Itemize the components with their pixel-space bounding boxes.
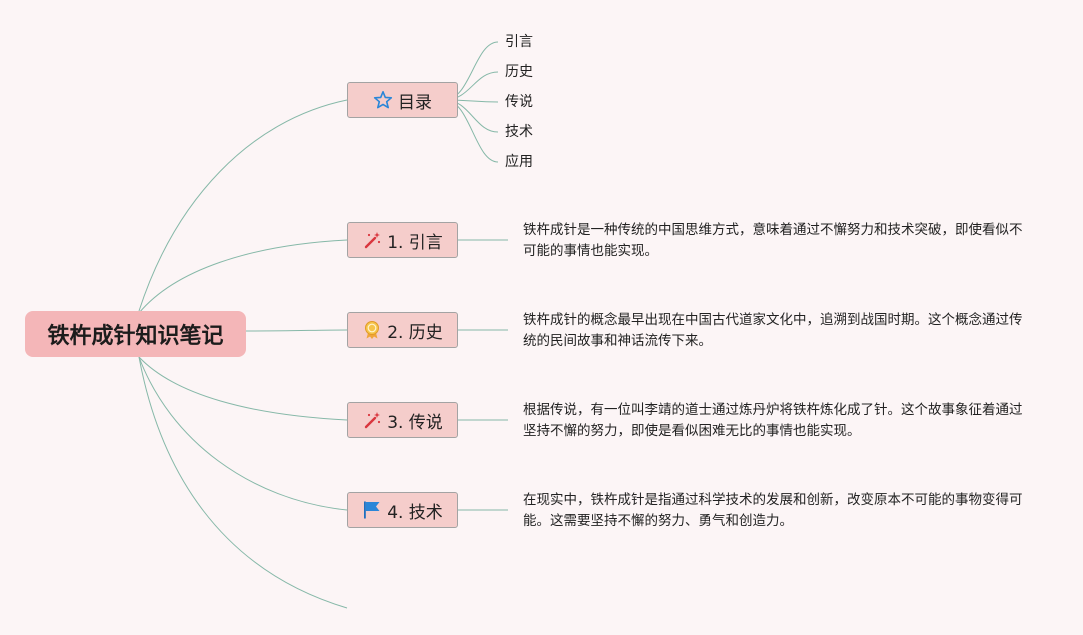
magic-wand-icon <box>362 410 382 430</box>
magic-wand-icon <box>362 230 382 250</box>
award-badge-icon <box>362 320 382 340</box>
section-topic-label: 3. 传说 <box>387 412 443 433</box>
star-icon <box>373 90 393 110</box>
toc-item-legend[interactable]: 传说 <box>505 94 533 110</box>
section-topic-technology[interactable]: 4. 技术 <box>347 492 458 528</box>
toc-topic-label: 目录 <box>398 92 432 113</box>
section-topic-label: 4. 技术 <box>387 502 443 523</box>
link-root-1 <box>138 239 348 314</box>
section-note-intro: 铁杵成针是一种传统的中国思维方式，意味着通过不懈努力和技术突破，即使看似不可能的… <box>523 222 1023 259</box>
section-topic-intro[interactable]: 1. 引言 <box>347 222 458 258</box>
link-root-5 <box>138 356 348 609</box>
section-topic-label: 2. 历史 <box>387 322 443 343</box>
section-topic-legend[interactable]: 3. 传说 <box>347 402 458 438</box>
link-root-toc <box>138 99 348 312</box>
root-topic[interactable]: 铁杵成针知识笔记 <box>25 311 246 357</box>
section-note-legend: 根据传说，有一位叫李靖的道士通过炼丹炉将铁杵炼化成了针。这个故事象征着通过坚持不… <box>523 402 1023 439</box>
toc-topic[interactable]: 目录 <box>347 82 458 118</box>
root-topic-label: 铁杵成针知识笔记 <box>47 324 224 349</box>
flag-icon <box>362 500 382 520</box>
toc-item-intro[interactable]: 引言 <box>505 34 533 50</box>
toc-item-application[interactable]: 应用 <box>505 154 533 170</box>
toc-item-history[interactable]: 历史 <box>505 64 533 80</box>
toc-item-technology[interactable]: 技术 <box>505 124 533 140</box>
section-topic-history[interactable]: 2. 历史 <box>347 312 458 348</box>
section-note-history: 铁杵成针的概念最早出现在中国古代道家文化中，追溯到战国时期。这个概念通过传统的民… <box>523 312 1023 349</box>
link-root-4 <box>138 356 348 511</box>
section-note-technology: 在现实中，铁杵成针是指通过科学技术的发展和创新，改变原本不可能的事物变得可能。这… <box>523 492 1023 529</box>
link-root-3 <box>138 356 348 421</box>
section-topic-label: 1. 引言 <box>387 232 443 253</box>
link-root-2 <box>245 329 348 332</box>
